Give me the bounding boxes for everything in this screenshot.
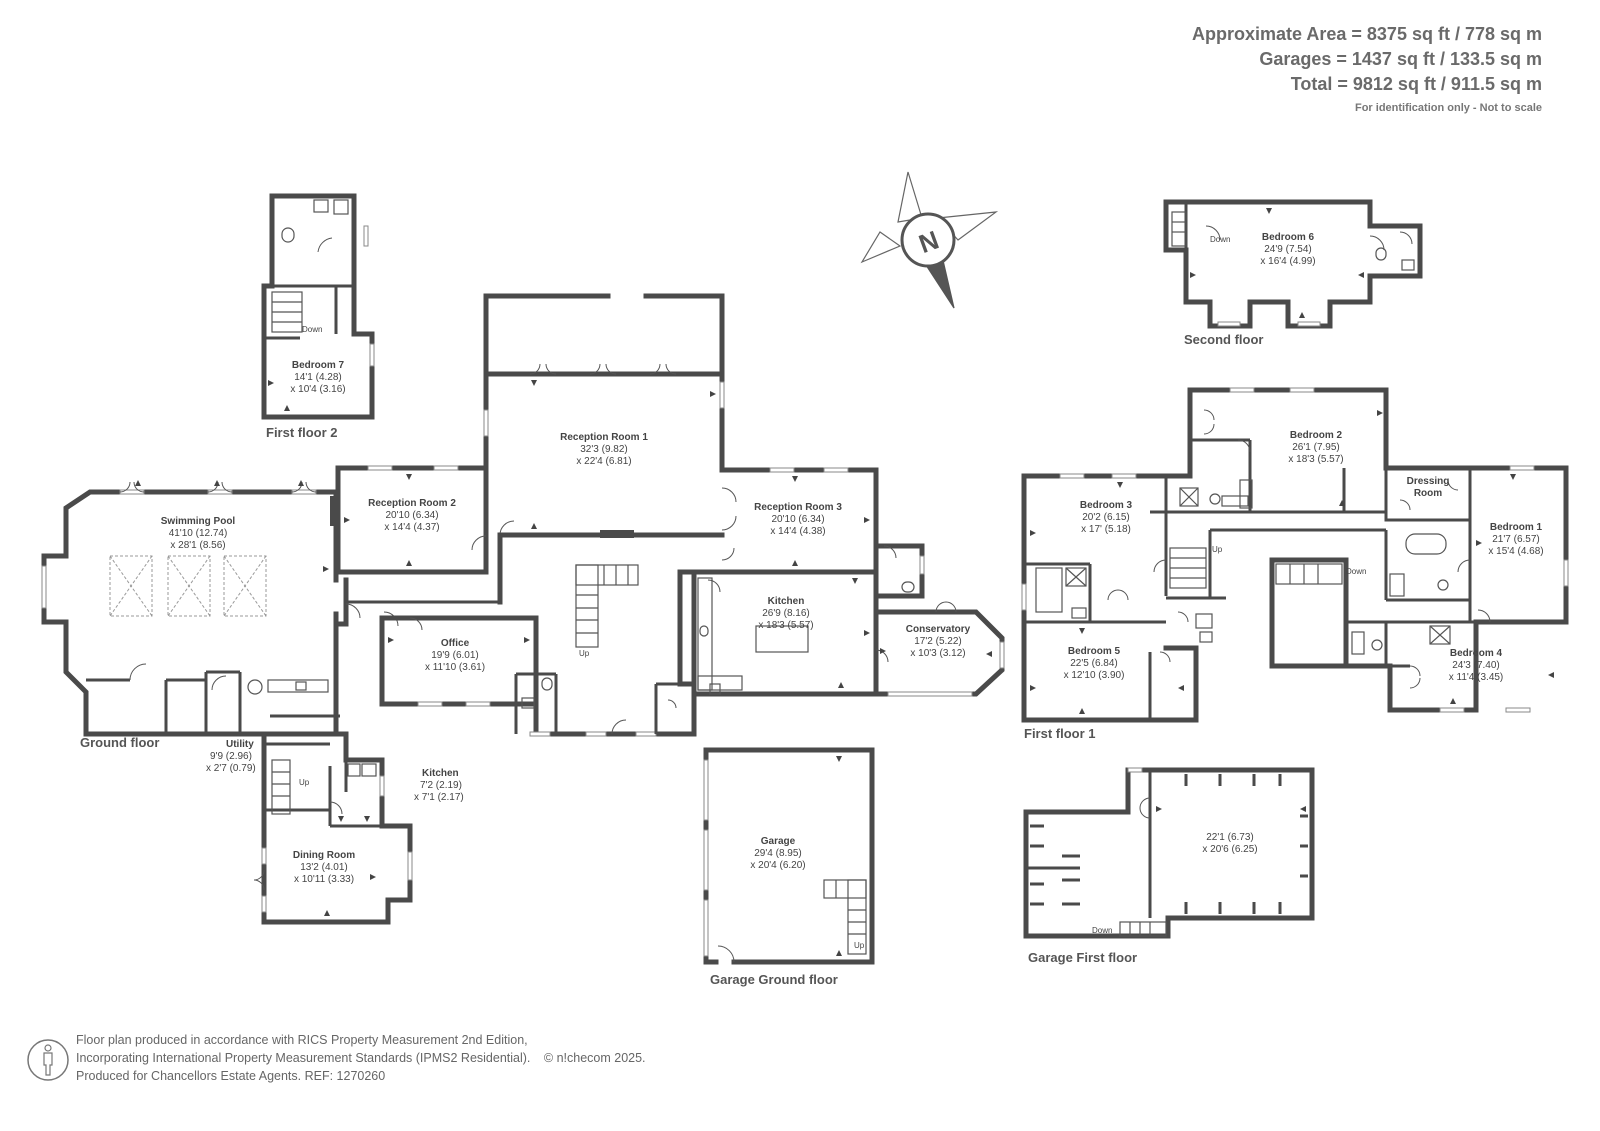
kitchen-main-dim1: 26'9 (8.16) (762, 608, 810, 619)
utility-stairs-up-label: Up (299, 778, 310, 787)
bedroom-7-dim2: x 10'4 (3.16) (290, 384, 345, 395)
office-name: Office (441, 638, 470, 649)
office-dim1: 19'9 (6.01) (431, 650, 479, 661)
footer-line-2-text: Incorporating International Property Mea… (76, 1051, 531, 1065)
kitchen-small-dim2: x 7'1 (2.17) (414, 792, 464, 803)
conservatory-name: Conservatory (906, 624, 971, 635)
compass-icon: N (860, 171, 999, 309)
garages-area-text: Garages = 1437 sq ft / 133.5 sq m (1259, 49, 1542, 69)
utility-dim1: 9'9 (2.96) (210, 751, 252, 762)
approx-area-text: Approximate Area = 8375 sq ft / 778 sq m (1192, 24, 1542, 44)
garage-ground-floor-plan: Up Garage 29'4 (8.95) x 20'4 (6.20) Gara… (703, 747, 875, 987)
swimming-pool-dim2: x 28'1 (8.56) (170, 540, 225, 551)
swimming-pool-dim1: 41'10 (12.74) (169, 528, 228, 539)
garage-first-dim2: x 20'6 (6.25) (1202, 844, 1257, 855)
ground-floor-plan: Swimming Pool 41'10 (12.74) x 28'1 (8.56… (41, 293, 1005, 925)
garage-dim1: 29'4 (8.95) (754, 848, 802, 859)
reception-room-2-dim2: x 14'4 (4.37) (384, 522, 439, 533)
bedroom-3-dim2: x 17' (5.18) (1081, 524, 1131, 535)
bedroom-5-name: Bedroom 5 (1068, 646, 1121, 657)
kitchen-small-dim1: 7'2 (2.19) (420, 780, 462, 791)
reception-room-1-name: Reception Room 1 (560, 432, 648, 443)
swimming-pool-name: Swimming Pool (161, 516, 236, 527)
bedroom-2-name: Bedroom 2 (1290, 430, 1343, 441)
bedroom-3-name: Bedroom 3 (1080, 500, 1133, 511)
conservatory-dim2: x 10'3 (3.12) (910, 648, 965, 659)
bedroom-4-dim1: 24'3 (7.40) (1452, 660, 1500, 671)
utility-dim2: x 2'7 (0.79) (206, 763, 256, 774)
first-floor-2-label: First floor 2 (266, 425, 338, 440)
bedroom-2-dim1: 26'1 (7.95) (1292, 442, 1340, 453)
first-floor-1-label: First floor 1 (1024, 726, 1096, 741)
garage-name: Garage (761, 836, 796, 847)
garage-first-floor-plan: Down 22'1 (6.73) x 20'6 (6.25) Garage Fi… (1023, 767, 1315, 965)
reception-room-3-name: Reception Room 3 (754, 502, 842, 513)
first-floor-2-plan: Down Bedroom 7 14'1 (4.28) x 10'4 (3.16)… (261, 193, 375, 440)
dining-room-name: Dining Room (293, 850, 355, 861)
office-dim2: x 11'10 (3.61) (425, 662, 485, 673)
bedroom-6-name: Bedroom 6 (1262, 232, 1315, 243)
footer-credits: Floor plan produced in accordance with R… (76, 1031, 646, 1085)
bedroom-4-dim2: x 11'4 (3.45) (1449, 672, 1504, 683)
first-floor-1-plan: Bedroom 2 26'1 (7.95) x 18'3 (5.57) Dres… (1021, 387, 1569, 741)
bedroom-1-dim2: x 15'4 (4.68) (1488, 546, 1543, 557)
bedroom-7-dim1: 14'1 (4.28) (294, 372, 342, 383)
garage-first-stairs-down-label: Down (1092, 926, 1112, 935)
bedroom-1-dim1: 21'7 (6.57) (1492, 534, 1540, 545)
person-scale-icon (27, 1039, 69, 1081)
ground-floor-label: Ground floor (80, 735, 159, 750)
reception-room-2-dim1: 20'10 (6.34) (385, 510, 438, 521)
garage-first-dim1: 22'1 (6.73) (1206, 832, 1254, 843)
reception-room-2-name: Reception Room 2 (368, 498, 456, 509)
landing-stairs-down-label: Down (1346, 567, 1366, 576)
bedroom-7-name: Bedroom 7 (292, 360, 345, 371)
stairs-down-label: Down (302, 325, 322, 334)
scale-note: For identification only - Not to scale (1354, 102, 1542, 114)
landing-stairs-up-label: Up (1212, 545, 1223, 554)
bedroom-6-dim1: 24'9 (7.54) (1264, 244, 1312, 255)
main-stairs-up-label: Up (579, 649, 590, 658)
kitchen-small-name: Kitchen (422, 768, 459, 779)
bedroom-4-name: Bedroom 4 (1450, 648, 1503, 659)
reception-room-3-dim1: 20'10 (6.34) (771, 514, 824, 525)
reception-room-1-dim1: 32'3 (9.82) (580, 444, 628, 455)
bedroom-5-dim1: 22'5 (6.84) (1070, 658, 1118, 669)
garage-ground-floor-label: Garage Ground floor (710, 972, 838, 987)
footer-line-2: Incorporating International Property Mea… (76, 1049, 646, 1067)
reception-room-3-dim2: x 14'4 (4.38) (770, 526, 825, 537)
kitchen-main-dim2: x 18'3 (5.57) (758, 620, 813, 631)
kitchen-main-name: Kitchen (768, 596, 805, 607)
bedroom-3-dim1: 20'2 (6.15) (1082, 512, 1130, 523)
bedroom-5-dim2: x 12'10 (3.90) (1064, 670, 1125, 681)
second-floor-plan: Down Bedroom 6 24'9 (7.54) x 16'4 (4.99)… (1163, 199, 1423, 347)
dressing-room-name1: Dressing (1407, 476, 1450, 487)
utility-name: Utility (226, 739, 254, 750)
dining-room-dim1: 13'2 (4.01) (300, 862, 348, 873)
conservatory-dim1: 17'2 (5.22) (914, 636, 962, 647)
footer-copyright: © n!checom 2025. (543, 1051, 646, 1065)
bedroom-2-dim2: x 18'3 (5.57) (1288, 454, 1343, 465)
dressing-room-name2: Room (1414, 488, 1442, 499)
total-area-text: Total = 9812 sq ft / 911.5 sq m (1290, 74, 1542, 94)
garage-dim2: x 20'4 (6.20) (750, 860, 805, 871)
garage-first-floor-label: Garage First floor (1028, 950, 1137, 965)
bedroom-6-dim2: x 16'4 (4.99) (1260, 256, 1315, 267)
reception-room-1-dim2: x 22'4 (6.81) (576, 456, 631, 467)
bedroom-1-name: Bedroom 1 (1490, 522, 1543, 533)
dining-room-dim2: x 10'11 (3.33) (294, 874, 354, 885)
second-floor-label: Second floor (1184, 332, 1263, 347)
footer-line-3: Produced for Chancellors Estate Agents. … (76, 1069, 386, 1083)
footer-line-1: Floor plan produced in accordance with R… (76, 1033, 528, 1047)
garage-stairs-up-label: Up (854, 941, 865, 950)
